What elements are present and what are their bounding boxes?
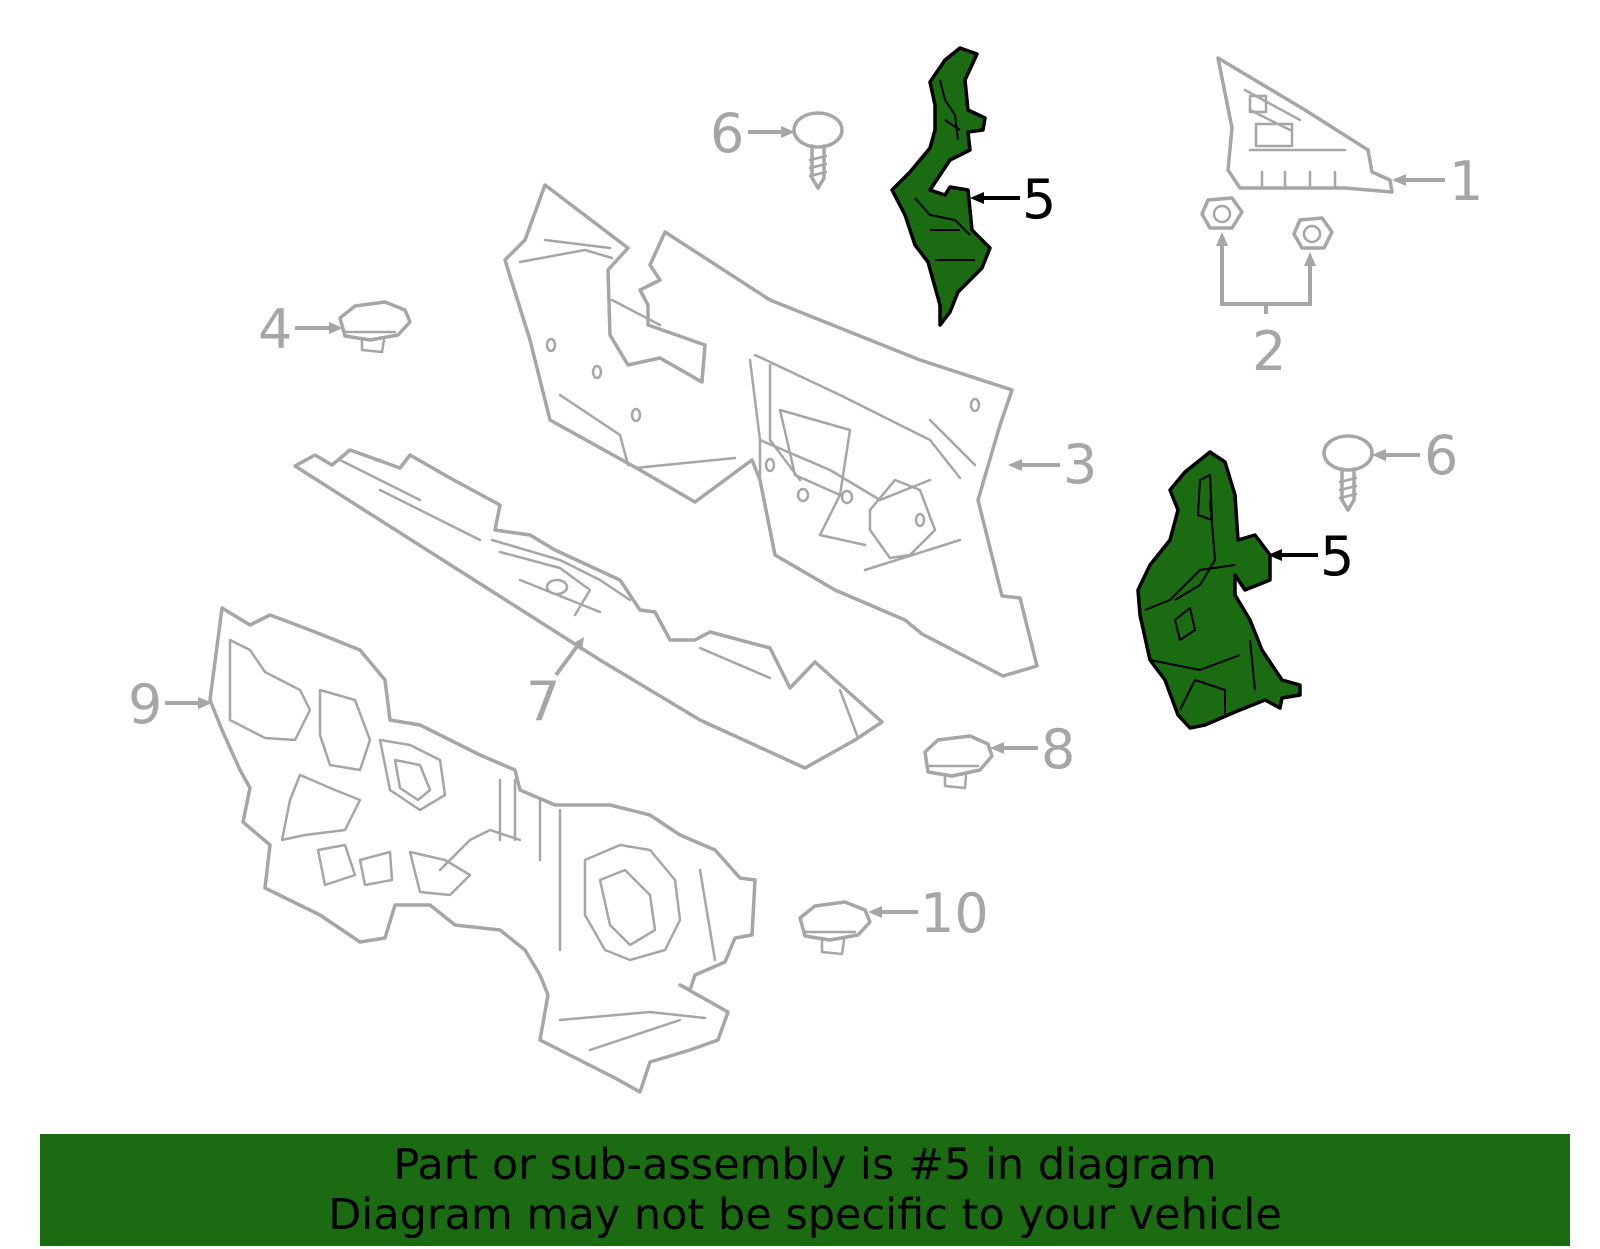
part-5-highlighted-right [1136,450,1302,730]
callout-5-top: 5 [970,168,1056,231]
part-6-pin-top [792,111,844,190]
callout-9: 9 [128,673,212,736]
callout-6-top: 6 [710,102,795,165]
part-3-dash-panel [503,183,1039,678]
label-5-right: 5 [1320,525,1354,588]
callout-1: 1 [1392,150,1483,213]
label-6-right: 6 [1424,424,1458,487]
callout-10: 10 [868,882,989,945]
callout-7: 7 [526,637,584,733]
callout-5-right: 5 [1268,525,1354,588]
label-6-top: 6 [710,102,744,165]
info-banner: Part or sub-assembly is #5 in diagram Di… [40,1134,1570,1246]
label-3: 3 [1063,433,1097,496]
callout-4: 4 [258,298,343,361]
callout-6-right: 6 [1372,424,1458,487]
label-8: 8 [1041,718,1075,781]
label-4: 4 [258,298,292,361]
part-5-highlighted-top [890,46,992,327]
part-10-grommet [798,900,872,956]
part-6-pin-right [1322,434,1374,512]
label-2: 2 [1252,320,1286,383]
banner-line-2: Diagram may not be specific to your vehi… [328,1190,1282,1240]
label-1: 1 [1449,150,1483,213]
callout-2: 2 [1216,232,1316,383]
part-4-grommet [338,300,412,354]
label-10: 10 [920,882,989,945]
part-7-reinforcement [293,448,884,770]
callout-8: 8 [990,718,1075,781]
part-1-bracket [1216,56,1394,194]
part-8-grommet [923,734,994,790]
callout-3: 3 [1008,433,1097,496]
banner-line-1: Part or sub-assembly is #5 in diagram [393,1140,1217,1190]
label-9: 9 [128,673,162,736]
part-9-insulator [208,606,757,1094]
part-2-nuts [1200,196,1334,250]
label-7: 7 [526,670,560,733]
label-5-top: 5 [1022,168,1056,231]
